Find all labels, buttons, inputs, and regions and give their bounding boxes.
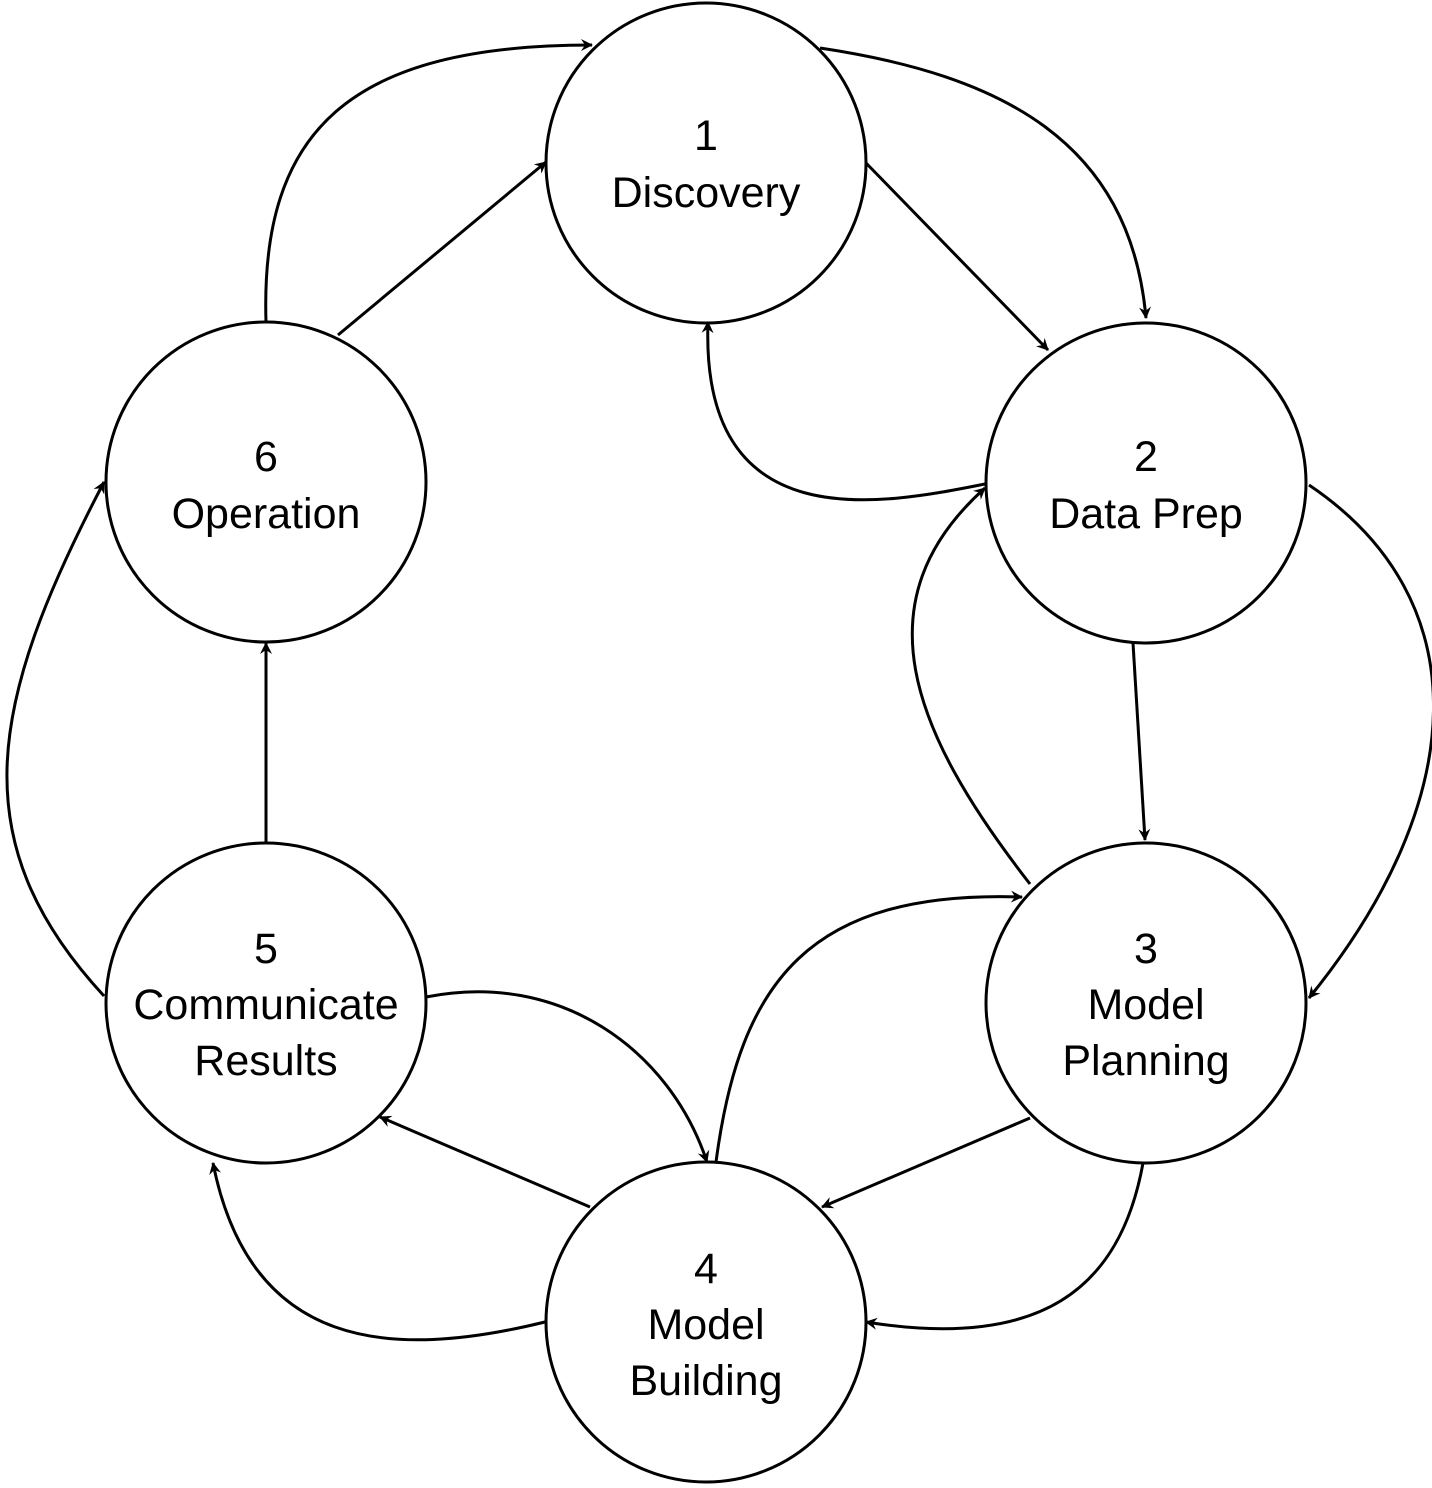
edge-model-planning-to-data-prep xyxy=(910,486,1032,885)
edge-model-planning-to-model-building-outer xyxy=(865,1162,1145,1331)
edge-operation-to-discovery-outer xyxy=(264,39,593,323)
edge-discovery-to-data-prep-straight xyxy=(864,161,1050,352)
edge-model-building-to-model-planning xyxy=(714,890,1023,1163)
node-communicate-results-number: 5 xyxy=(254,925,278,973)
node-model-building-label-line-2: Building xyxy=(630,1357,783,1405)
node-model-planning: 3 Model Planning xyxy=(984,841,1308,1165)
node-model-building-number: 4 xyxy=(694,1245,718,1293)
node-data-prep: 2 Data Prep xyxy=(984,321,1308,645)
edge-communicate-results-to-model-building xyxy=(425,990,710,1163)
node-operation: 6 Operation xyxy=(104,320,428,644)
node-model-building-circle xyxy=(544,1160,868,1484)
edge-data-prep-to-discovery xyxy=(701,321,986,502)
node-discovery: 1 Discovery xyxy=(544,1,868,325)
edge-data-prep-to-model-planning-straight xyxy=(1131,642,1151,841)
node-operation-label: Operation xyxy=(172,490,361,538)
node-data-prep-circle xyxy=(984,321,1308,645)
node-discovery-circle xyxy=(544,1,868,325)
nodes-layer: 1 Discovery 2 Data Prep 3 Model Planning… xyxy=(104,1,1308,1484)
node-discovery-label: Discovery xyxy=(612,169,801,217)
node-communicate-results-label-line-2: Results xyxy=(194,1037,337,1085)
node-communicate-results: 5 Communicate Results xyxy=(104,841,428,1165)
node-communicate-results-circle xyxy=(104,841,428,1165)
node-data-prep-number: 2 xyxy=(1134,433,1158,481)
node-operation-circle xyxy=(104,320,428,644)
edge-communicate-results-to-operation-outer xyxy=(5,481,106,998)
node-communicate-results-label-line-1: Communicate xyxy=(133,981,398,1029)
edges-layer xyxy=(5,39,1432,1342)
node-model-building: 4 Model Building xyxy=(544,1160,868,1484)
node-model-planning-label-line-2: Planning xyxy=(1062,1037,1229,1085)
edge-data-prep-to-model-planning-outer xyxy=(1307,483,1432,999)
edge-model-building-to-communicate-results-straight xyxy=(379,1115,591,1209)
node-operation-number: 6 xyxy=(254,433,278,481)
edge-model-building-to-communicate-results-outer xyxy=(209,1162,546,1342)
node-model-building-label-line-1: Model xyxy=(647,1301,764,1349)
node-model-planning-label-line-1: Model xyxy=(1087,981,1204,1029)
node-data-prep-label: Data Prep xyxy=(1049,490,1243,538)
node-model-planning-circle xyxy=(984,841,1308,1165)
node-discovery-number: 1 xyxy=(694,112,718,160)
edge-discovery-to-data-prep-outer xyxy=(819,46,1151,319)
node-model-planning-number: 3 xyxy=(1134,925,1158,973)
edge-model-planning-to-model-building-straight xyxy=(821,1116,1031,1209)
edge-operation-to-discovery-straight xyxy=(337,160,547,337)
